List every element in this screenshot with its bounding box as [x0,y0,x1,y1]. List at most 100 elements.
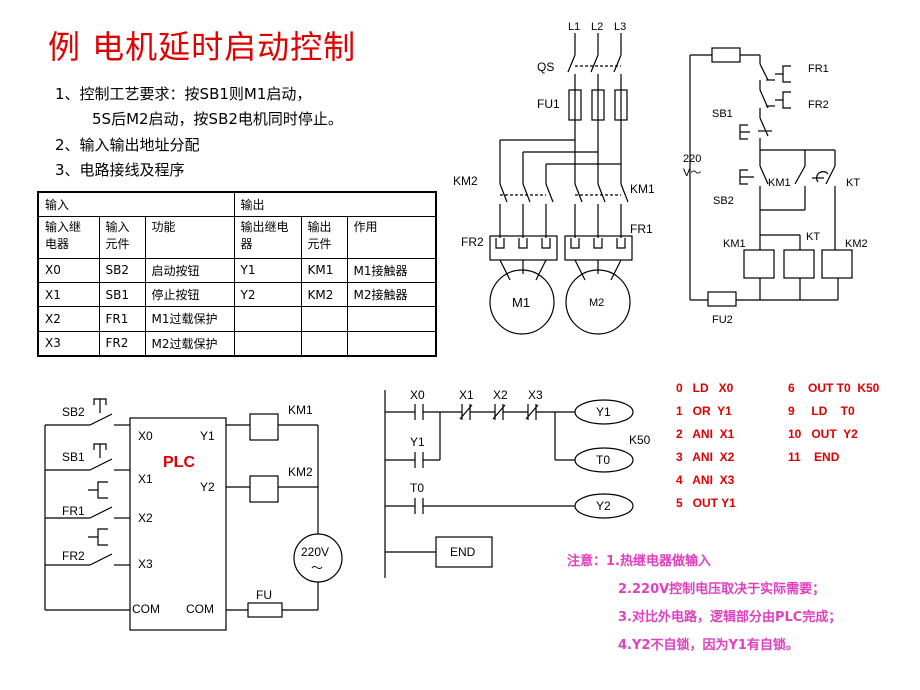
label-fr2-main: FR2 [461,235,484,249]
io-address-table: 输入 输出 输入继电器 输入元件 功能 输出继电器 输出元件 作用 X0 SB2… [37,191,437,357]
note-4: 4.Y2不自锁，因为Y1有自锁。 [618,638,799,653]
control-circuit: FU2 220 V～ FR1 FR2 SB1 SB2 KM1 [683,47,868,326]
table-cell [346,306,437,332]
table-row: X2 FR1 M1过载保护 [37,306,437,332]
label-ladder-x2: X2 [493,388,508,402]
table-cell: M2过载保护 [144,330,235,357]
label-x0: X0 [138,429,153,443]
coil-km1-plc [249,413,279,441]
program-line-9: 9 LD T0 [788,404,855,418]
table-cell: 停止按钮 [144,281,235,308]
label-sb2-plc: SB2 [62,405,85,419]
program-line-11: 11 END [788,450,840,464]
table-cell: KM2 [300,281,348,308]
table-header-output: 输出 [233,191,437,217]
plc-box [129,417,227,631]
label-m2: M2 [589,297,604,309]
label-plc: PLC [163,454,195,471]
label-kt-contact: KT [846,177,860,189]
label-ladder-t0-contact: T0 [410,481,424,495]
label-km1-coil: KM1 [723,238,746,250]
label-sb2-control: SB2 [713,195,734,207]
label-l1: L1 [568,21,580,33]
table-cell [233,330,302,357]
label-ladder-x0: X0 [410,388,425,402]
label-kt-coil: KT [806,231,820,243]
table-cell: Y2 [233,281,302,308]
km2-main-contacts [499,183,554,238]
page-title: 例 电机延时启动控制 [48,28,357,66]
table-cell: M2接触器 [346,281,437,308]
label-km1-plc: KM1 [288,403,313,417]
label-sb1-control: SB1 [712,108,733,120]
motor-m1 [489,269,555,335]
coil-t0-ladder [574,447,634,473]
label-m1: M1 [512,295,530,310]
coil-km2 [821,249,853,279]
program-line-10: 10 OUT Y2 [788,427,858,441]
coil-y1-ladder [574,399,634,425]
coil-kt [783,249,815,279]
label-fu1: FU1 [537,97,560,111]
ladder-diagram: X0 X1 X2 X3 Y1 Y1 T0 K50 T0 Y2 END [384,388,651,578]
col-output-element: 输出元件 [300,215,348,259]
label-voltage: 220 [683,153,701,165]
table-cell: M1接触器 [346,257,437,283]
table-cell: FR1 [98,306,146,332]
label-ladder-t0-coil: T0 [596,453,610,467]
requirement-line-3: 2、输入输出地址分配 [55,136,200,154]
label-l2: L2 [591,21,603,33]
label-y2: Y2 [200,480,215,494]
label-x1: X1 [138,472,153,486]
table-cell: X1 [37,281,100,308]
table-header-input: 输入 [37,191,235,217]
program-line-6: 6 OUT T0 K50 [788,381,880,395]
label-ladder-y1-contact: Y1 [410,435,425,449]
table-cell: FR2 [98,330,146,357]
table-cell [346,330,437,357]
plc-wiring-diagram: PLC X0 X1 X2 X3 COM COM Y1 Y2 SB2 SB1 FR… [44,398,343,631]
table-row: X0 SB2 启动按钮 Y1 KM1 M1接触器 [37,257,437,283]
table-cell: X0 [37,257,100,283]
label-l3: L3 [614,21,626,33]
label-km2-main: KM2 [453,174,478,188]
note-2: 2.220V控制电压取决于实际需要； [618,582,826,597]
end-box [435,536,493,568]
program-line-0: 0 LD X0 [676,381,734,395]
coil-km1 [743,249,775,279]
label-ladder-x1: X1 [459,388,474,402]
table-cell: X2 [37,306,100,332]
label-km1-seal: KM1 [768,177,791,189]
col-input-element: 输入元件 [98,215,146,259]
program-line-1: 1 OR Y1 [676,404,732,418]
label-ladder-end: END [450,545,476,559]
label-ac: V～ [683,167,701,179]
label-km1-main: KM1 [630,182,655,196]
label-x2: X2 [138,511,153,525]
requirement-line-2: 5S后M2启动，按SB2电机同时停止。 [92,110,343,128]
label-ladder-y1-coil: Y1 [596,405,611,419]
label-km2-plc: KM2 [288,465,313,479]
program-line-5: 5 OUT Y1 [676,496,736,510]
table-cell: 启动按钮 [144,257,235,283]
label-y1: Y1 [200,429,215,443]
program-line-3: 3 ANI X2 [676,450,735,464]
main-power-circuit: L1 L2 L3 QS FU1 KM2 KM1 [453,21,655,335]
label-sb1-plc: SB1 [62,450,85,464]
fuse-fu [247,602,283,618]
label-fu-plc: FU [256,588,272,602]
label-fr2-control: FR2 [808,99,829,111]
coil-y2-ladder [574,493,634,519]
label-220v-ac: ～ [311,561,323,575]
col-input-relay: 输入继电器 [37,215,100,259]
label-fu2: FU2 [712,314,733,326]
label-km2-coil: KM2 [845,238,868,250]
table-cell [300,306,348,332]
km1-main-contacts [574,183,629,238]
label-fr2-plc: FR2 [62,549,85,563]
table-cell: M1过载保护 [144,306,235,332]
table-cell: SB2 [98,257,146,283]
note-1: 注意：1.热继电器做输入 [567,554,711,569]
requirement-line-4: 3、电路接线及程序 [55,161,185,179]
label-fr1-plc: FR1 [62,504,85,518]
